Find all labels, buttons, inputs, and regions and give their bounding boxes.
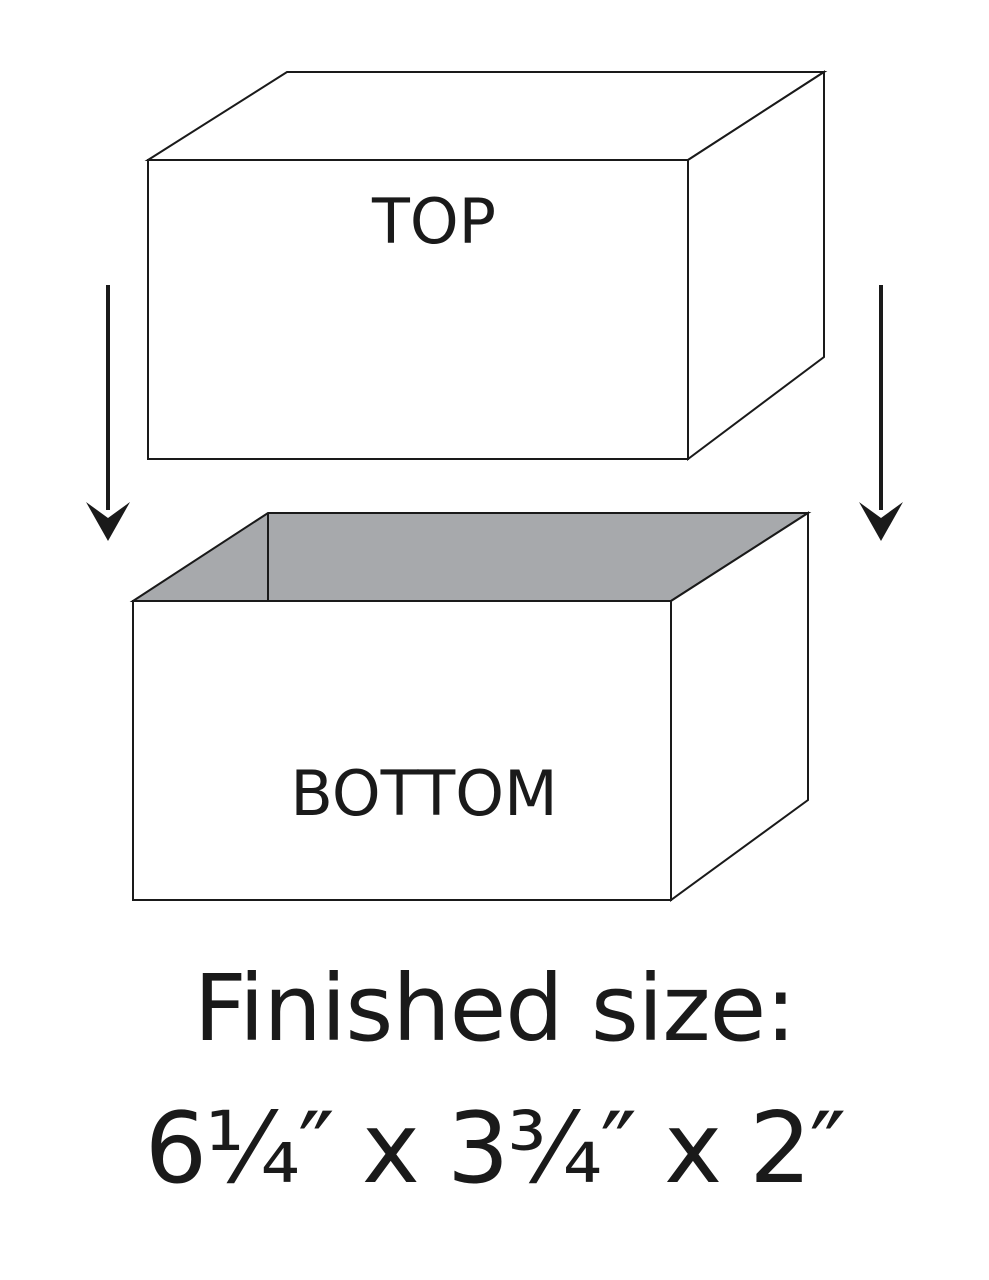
arrow-down-icon: [86, 285, 130, 541]
bottom-box-front-face: [132, 600, 672, 901]
bottom-box: BOTTOM: [129, 511, 812, 902]
top-lid-box: TOP: [144, 70, 828, 461]
finished-size-title: Finished size:: [193, 955, 797, 1062]
finished-size-dimensions: 6¼″ x 3¾″ x 2″: [144, 1092, 846, 1206]
top-label: TOP: [371, 185, 496, 258]
top-lid-front-face: [147, 159, 689, 460]
arrow-down-icon: [859, 285, 903, 541]
bottom-label: BOTTOM: [290, 757, 557, 830]
